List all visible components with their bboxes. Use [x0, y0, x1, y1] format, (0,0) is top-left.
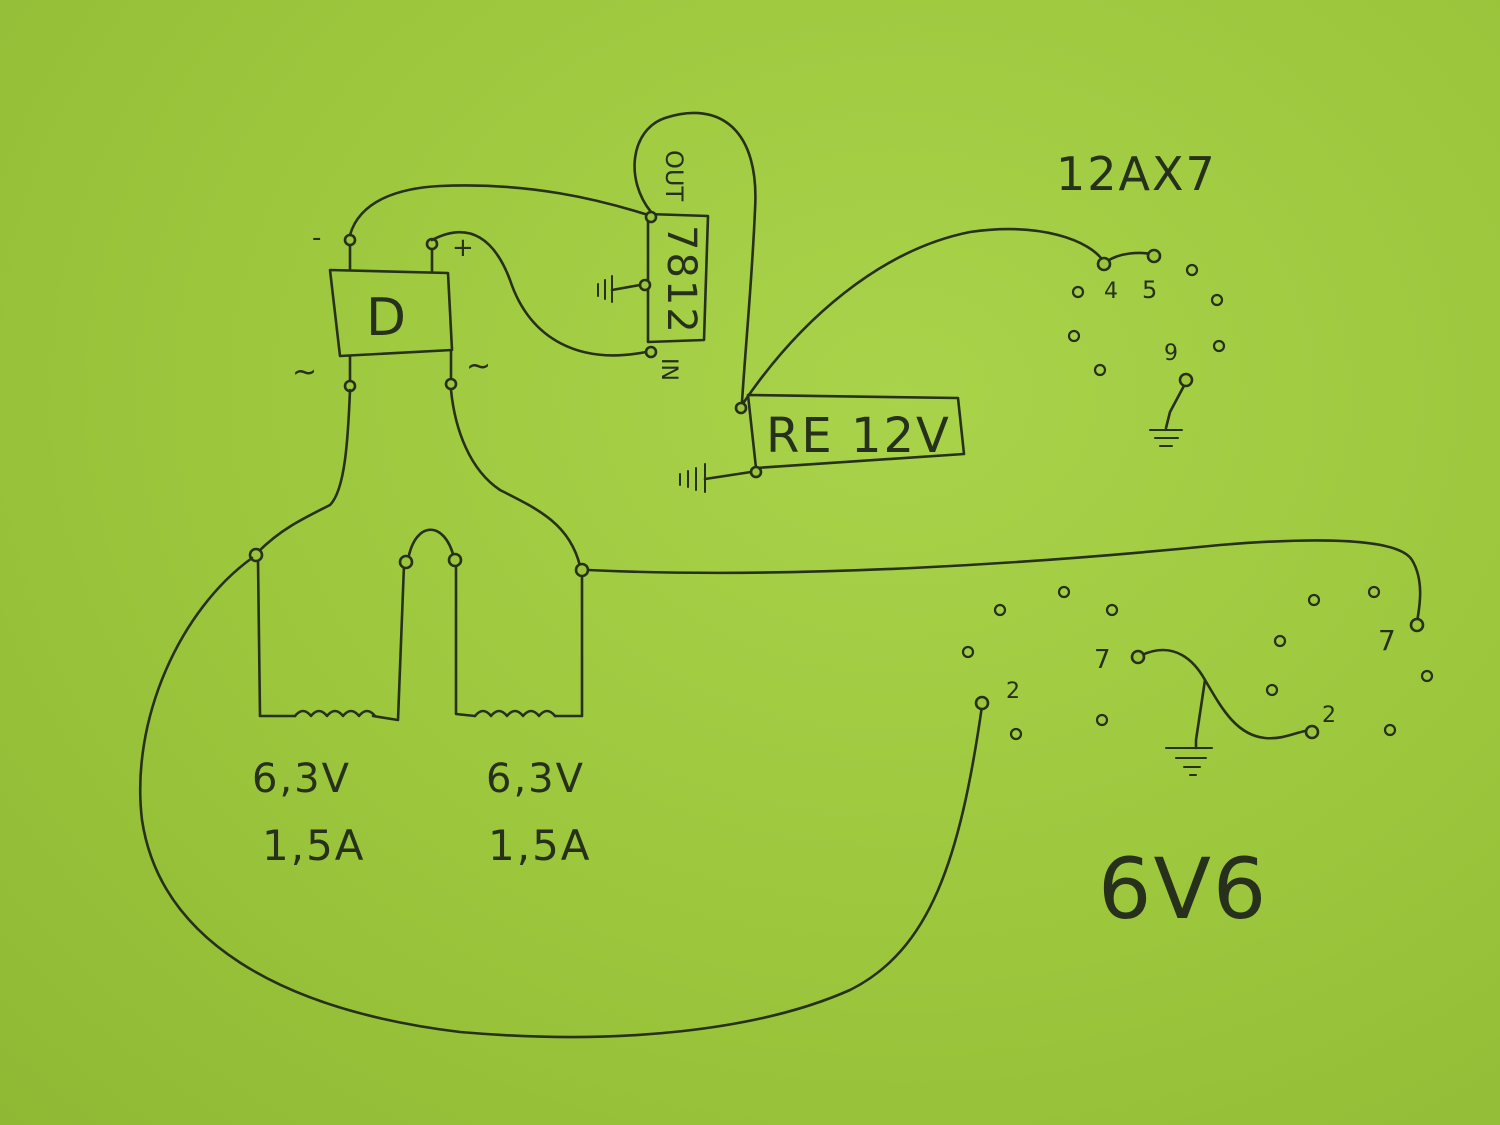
tube-12ax7-title: 12AX7: [1056, 147, 1217, 201]
regulator-label: 7812: [658, 225, 704, 335]
rectifier-ac-left: ~: [292, 355, 317, 390]
rectifier-block: D - + ~ ~: [292, 223, 491, 393]
relay-block: RE 12V: [679, 393, 966, 493]
transformer-labels: 6,3V 1,5A 6,3V 1,5A: [252, 756, 592, 870]
left-winding-voltage: 6,3V: [252, 756, 351, 802]
rectifier-plus: +: [452, 233, 474, 263]
tube-12ax7: 12AX7 4 5 9: [1056, 147, 1226, 388]
tube-12ax7-pin5: 5: [1142, 276, 1157, 304]
regulator-out-label: OUT: [660, 150, 688, 201]
rectifier-ac-right: ~: [466, 349, 491, 384]
rectifier-minus: -: [312, 223, 321, 253]
rectifier-label: D: [366, 288, 408, 348]
tube-12ax7-pin9: 9: [1164, 341, 1178, 366]
wiring: [138, 111, 1422, 1039]
right-winding-voltage: 6,3V: [486, 756, 585, 802]
regulator-in-label: IN: [656, 358, 681, 381]
tube-6v6-right-pin7: 7: [1378, 624, 1396, 657]
tube-6v6-left-pin2: 2: [1006, 679, 1020, 704]
right-winding-current: 1,5A: [488, 821, 592, 870]
tube-6v6-left: 7 2: [961, 585, 1146, 741]
regulator-block: 7812 OUT IN: [597, 150, 710, 381]
tube-6v6-right: 7 2: [1265, 585, 1434, 740]
tube-12ax7-pin4: 4: [1104, 279, 1118, 304]
tube-6v6-title: 6V6: [1098, 840, 1268, 938]
tube-6v6-left-pin7: 7: [1094, 645, 1111, 675]
relay-label: RE 12V: [766, 408, 951, 464]
left-winding-current: 1,5A: [262, 821, 366, 870]
tube-6v6-right-pin2: 2: [1322, 703, 1336, 728]
